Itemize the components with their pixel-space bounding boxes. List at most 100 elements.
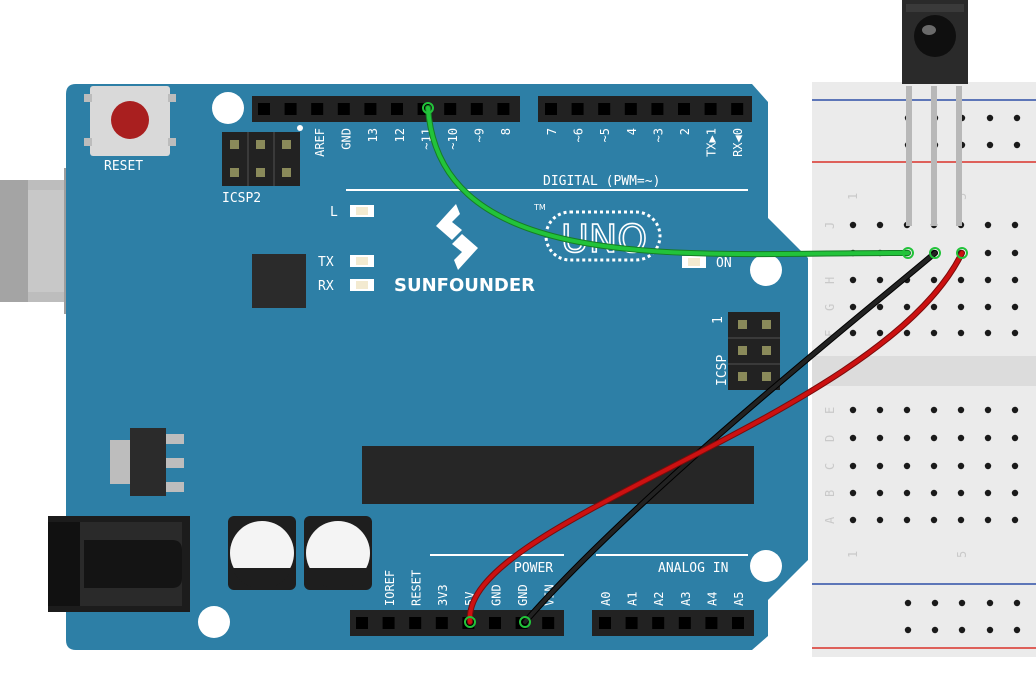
breadboard-hole[interactable] [957, 406, 965, 414]
breadboard-hole[interactable] [1011, 462, 1019, 470]
header-socket[interactable] [732, 617, 744, 629]
header-socket[interactable] [337, 103, 350, 115]
breadboard-hole[interactable] [876, 489, 884, 497]
header-socket[interactable] [470, 103, 483, 115]
breadboard-hole[interactable] [930, 406, 938, 414]
breadboard-hole[interactable] [849, 516, 857, 524]
header-socket[interactable] [704, 103, 717, 115]
breadboard-hole[interactable] [903, 489, 911, 497]
header-socket[interactable] [624, 103, 637, 115]
header-socket[interactable] [599, 617, 611, 629]
breadboard-hole[interactable] [930, 276, 938, 284]
breadboard-hole[interactable] [984, 276, 992, 284]
breadboard-hole[interactable] [1013, 141, 1021, 149]
breadboard-hole[interactable] [984, 406, 992, 414]
breadboard-hole[interactable] [1011, 434, 1019, 442]
breadboard-hole[interactable] [984, 329, 992, 337]
breadboard-hole[interactable] [849, 303, 857, 311]
breadboard-hole[interactable] [930, 434, 938, 442]
breadboard-hole[interactable] [876, 516, 884, 524]
header-socket[interactable] [542, 617, 555, 629]
breadboard-hole[interactable] [903, 462, 911, 470]
breadboard-hole[interactable] [957, 462, 965, 470]
breadboard-hole[interactable] [1013, 114, 1021, 122]
breadboard-hole[interactable] [1011, 249, 1019, 257]
header-socket[interactable] [497, 103, 510, 115]
breadboard-hole[interactable] [957, 329, 965, 337]
header-socket[interactable] [356, 617, 368, 629]
breadboard-hole[interactable] [1011, 329, 1019, 337]
breadboard-hole[interactable] [984, 221, 992, 229]
header-socket[interactable] [651, 103, 664, 115]
breadboard-hole[interactable] [930, 489, 938, 497]
breadboard-hole[interactable] [984, 462, 992, 470]
breadboard-hole[interactable] [903, 406, 911, 414]
breadboard-hole[interactable] [986, 114, 994, 122]
breadboard-hole[interactable] [930, 303, 938, 311]
breadboard-hole[interactable] [957, 303, 965, 311]
breadboard-hole[interactable] [1013, 599, 1021, 607]
header-socket[interactable] [489, 617, 501, 629]
breadboard-hole[interactable] [904, 626, 912, 634]
breadboard-hole[interactable] [1011, 516, 1019, 524]
breadboard-hole[interactable] [903, 516, 911, 524]
breadboard-hole[interactable] [876, 406, 884, 414]
breadboard-hole[interactable] [957, 276, 965, 284]
breadboard-hole[interactable] [930, 462, 938, 470]
breadboard-hole[interactable] [849, 434, 857, 442]
breadboard-hole[interactable] [1011, 303, 1019, 311]
breadboard-hole[interactable] [984, 249, 992, 257]
header-socket[interactable] [382, 617, 395, 629]
breadboard-hole[interactable] [957, 434, 965, 442]
breadboard-hole[interactable] [1011, 221, 1019, 229]
breadboard-hole[interactable] [849, 462, 857, 470]
breadboard-hole[interactable] [957, 516, 965, 524]
header-socket[interactable] [364, 103, 377, 115]
breadboard-hole[interactable] [930, 329, 938, 337]
breadboard-hole[interactable] [903, 434, 911, 442]
breadboard-hole[interactable] [849, 221, 857, 229]
header-socket[interactable] [625, 617, 638, 629]
breadboard-hole[interactable] [986, 626, 994, 634]
header-socket[interactable] [678, 103, 690, 115]
header-socket[interactable] [391, 103, 403, 115]
breadboard-hole[interactable] [931, 599, 939, 607]
header-socket[interactable] [258, 103, 270, 115]
breadboard-hole[interactable] [876, 462, 884, 470]
header-socket[interactable] [409, 617, 422, 629]
breadboard-hole[interactable] [1013, 626, 1021, 634]
breadboard-hole[interactable] [849, 276, 857, 284]
header-socket[interactable] [571, 103, 584, 115]
breadboard-hole[interactable] [849, 406, 857, 414]
breadboard-hole[interactable] [986, 599, 994, 607]
breadboard-hole[interactable] [849, 489, 857, 497]
breadboard-hole[interactable] [957, 489, 965, 497]
breadboard-hole[interactable] [876, 276, 884, 284]
breadboard-hole[interactable] [931, 626, 939, 634]
breadboard-hole[interactable] [958, 626, 966, 634]
header-socket[interactable] [444, 103, 457, 115]
breadboard-hole[interactable] [984, 303, 992, 311]
breadboard-hole[interactable] [903, 303, 911, 311]
breadboard-hole[interactable] [904, 599, 912, 607]
header-socket[interactable] [311, 103, 324, 115]
breadboard-hole[interactable] [876, 329, 884, 337]
breadboard-hole[interactable] [986, 141, 994, 149]
header-socket[interactable] [598, 103, 611, 115]
breadboard-hole[interactable] [984, 516, 992, 524]
header-socket[interactable] [652, 617, 665, 629]
breadboard-hole[interactable] [1011, 406, 1019, 414]
breadboard-hole[interactable] [930, 516, 938, 524]
header-socket[interactable] [731, 103, 744, 115]
breadboard-hole[interactable] [958, 599, 966, 607]
breadboard-hole[interactable] [876, 434, 884, 442]
breadboard-hole[interactable] [984, 434, 992, 442]
breadboard-hole[interactable] [903, 329, 911, 337]
breadboard-hole[interactable] [876, 221, 884, 229]
header-socket[interactable] [705, 617, 718, 629]
breadboard-hole[interactable] [876, 303, 884, 311]
reset-button[interactable] [84, 86, 176, 156]
header-socket[interactable] [545, 103, 557, 115]
breadboard-hole[interactable] [849, 329, 857, 337]
header-socket[interactable] [284, 103, 297, 115]
